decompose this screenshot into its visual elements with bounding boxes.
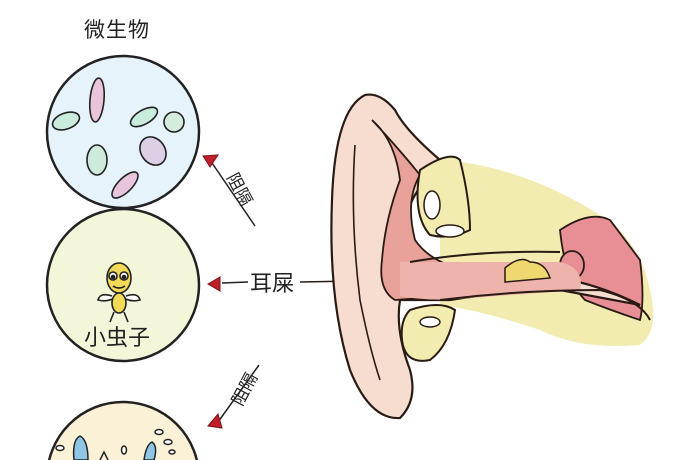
bug-label: 小虫子 [84, 326, 151, 351]
earwax-label: 耳屎 [250, 272, 295, 297]
bug-circle [45, 207, 201, 363]
ear-illustration [330, 93, 654, 420]
water-splash-icon [55, 428, 176, 460]
microbes-circle [45, 54, 201, 210]
bug-icon [97, 262, 141, 323]
arrow-block-top [202, 154, 256, 227]
water-circle [47, 400, 199, 460]
earwax-deposit [504, 258, 551, 283]
microbes-title: 微生物 [84, 18, 150, 42]
arrow-block-bottom [207, 364, 260, 429]
arrow-earwax-left [207, 276, 249, 292]
microbes-icon [51, 77, 185, 199]
